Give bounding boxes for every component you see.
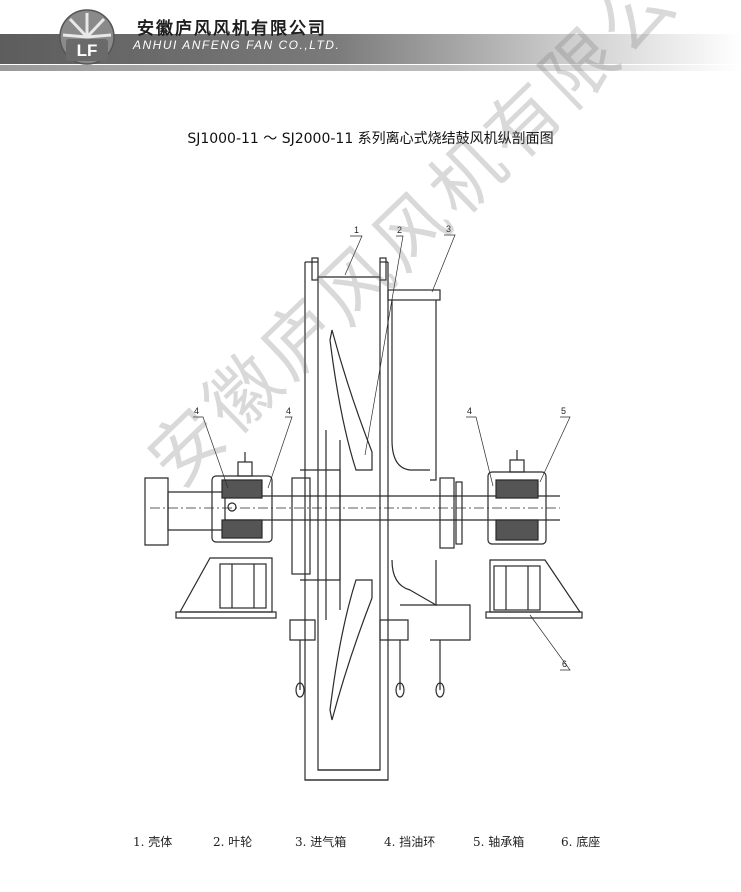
company-name-cn: 安徽庐风风机有限公司 bbox=[137, 19, 327, 39]
page-header: LF 安徽庐风风机有限公司 ANHUI ANFENG FAN CO.,LTD. bbox=[0, 0, 741, 78]
support-frame bbox=[289, 604, 471, 698]
base-right bbox=[485, 559, 583, 619]
legend-item-inlet-box: 3. 进气箱 bbox=[295, 835, 347, 849]
logo-text: LF bbox=[77, 41, 98, 60]
inlet-box bbox=[387, 289, 463, 607]
base-left bbox=[175, 557, 277, 619]
header-band bbox=[0, 34, 741, 64]
callout-5: 5 bbox=[561, 406, 566, 416]
legend-item-impeller: 2. 叶轮 bbox=[213, 835, 253, 849]
legend-item-bearing-box: 5. 轴承箱 bbox=[473, 835, 525, 849]
legend-item-base: 6. 底座 bbox=[561, 835, 601, 849]
callout-4-left-a: 4 bbox=[194, 406, 199, 416]
shaft bbox=[144, 477, 560, 546]
callout-3: 3 bbox=[446, 224, 451, 234]
company-logo: LF bbox=[52, 6, 122, 68]
legend-item-housing: 1. 壳体 bbox=[133, 835, 173, 849]
drawing-title: SJ1000-11 ～ SJ2000-11 系列离心式烧结鼓风机纵剖面图 bbox=[187, 131, 554, 147]
company-name-en: ANHUI ANFENG FAN CO.,LTD. bbox=[133, 38, 341, 52]
impeller bbox=[291, 329, 373, 721]
bearing-box-left bbox=[211, 452, 273, 543]
callout-1: 1 bbox=[354, 225, 359, 235]
parts-legend: 1. 壳体 2. 叶轮 3. 进气箱 4. 挡油环 5. 轴承箱 6. 底座 bbox=[0, 833, 741, 853]
callout-4-left-b: 4 bbox=[286, 406, 291, 416]
header-stripe bbox=[0, 65, 741, 71]
bearing-box-right bbox=[487, 450, 547, 545]
callout-2: 2 bbox=[397, 225, 402, 235]
logo-fan-icon: LF bbox=[59, 9, 115, 65]
housing bbox=[304, 257, 389, 781]
callout-6: 6 bbox=[562, 659, 567, 669]
leader-lines bbox=[193, 234, 571, 671]
legend-item-oil-ring: 4. 挡油环 bbox=[384, 835, 436, 849]
callout-4-right: 4 bbox=[467, 406, 472, 416]
